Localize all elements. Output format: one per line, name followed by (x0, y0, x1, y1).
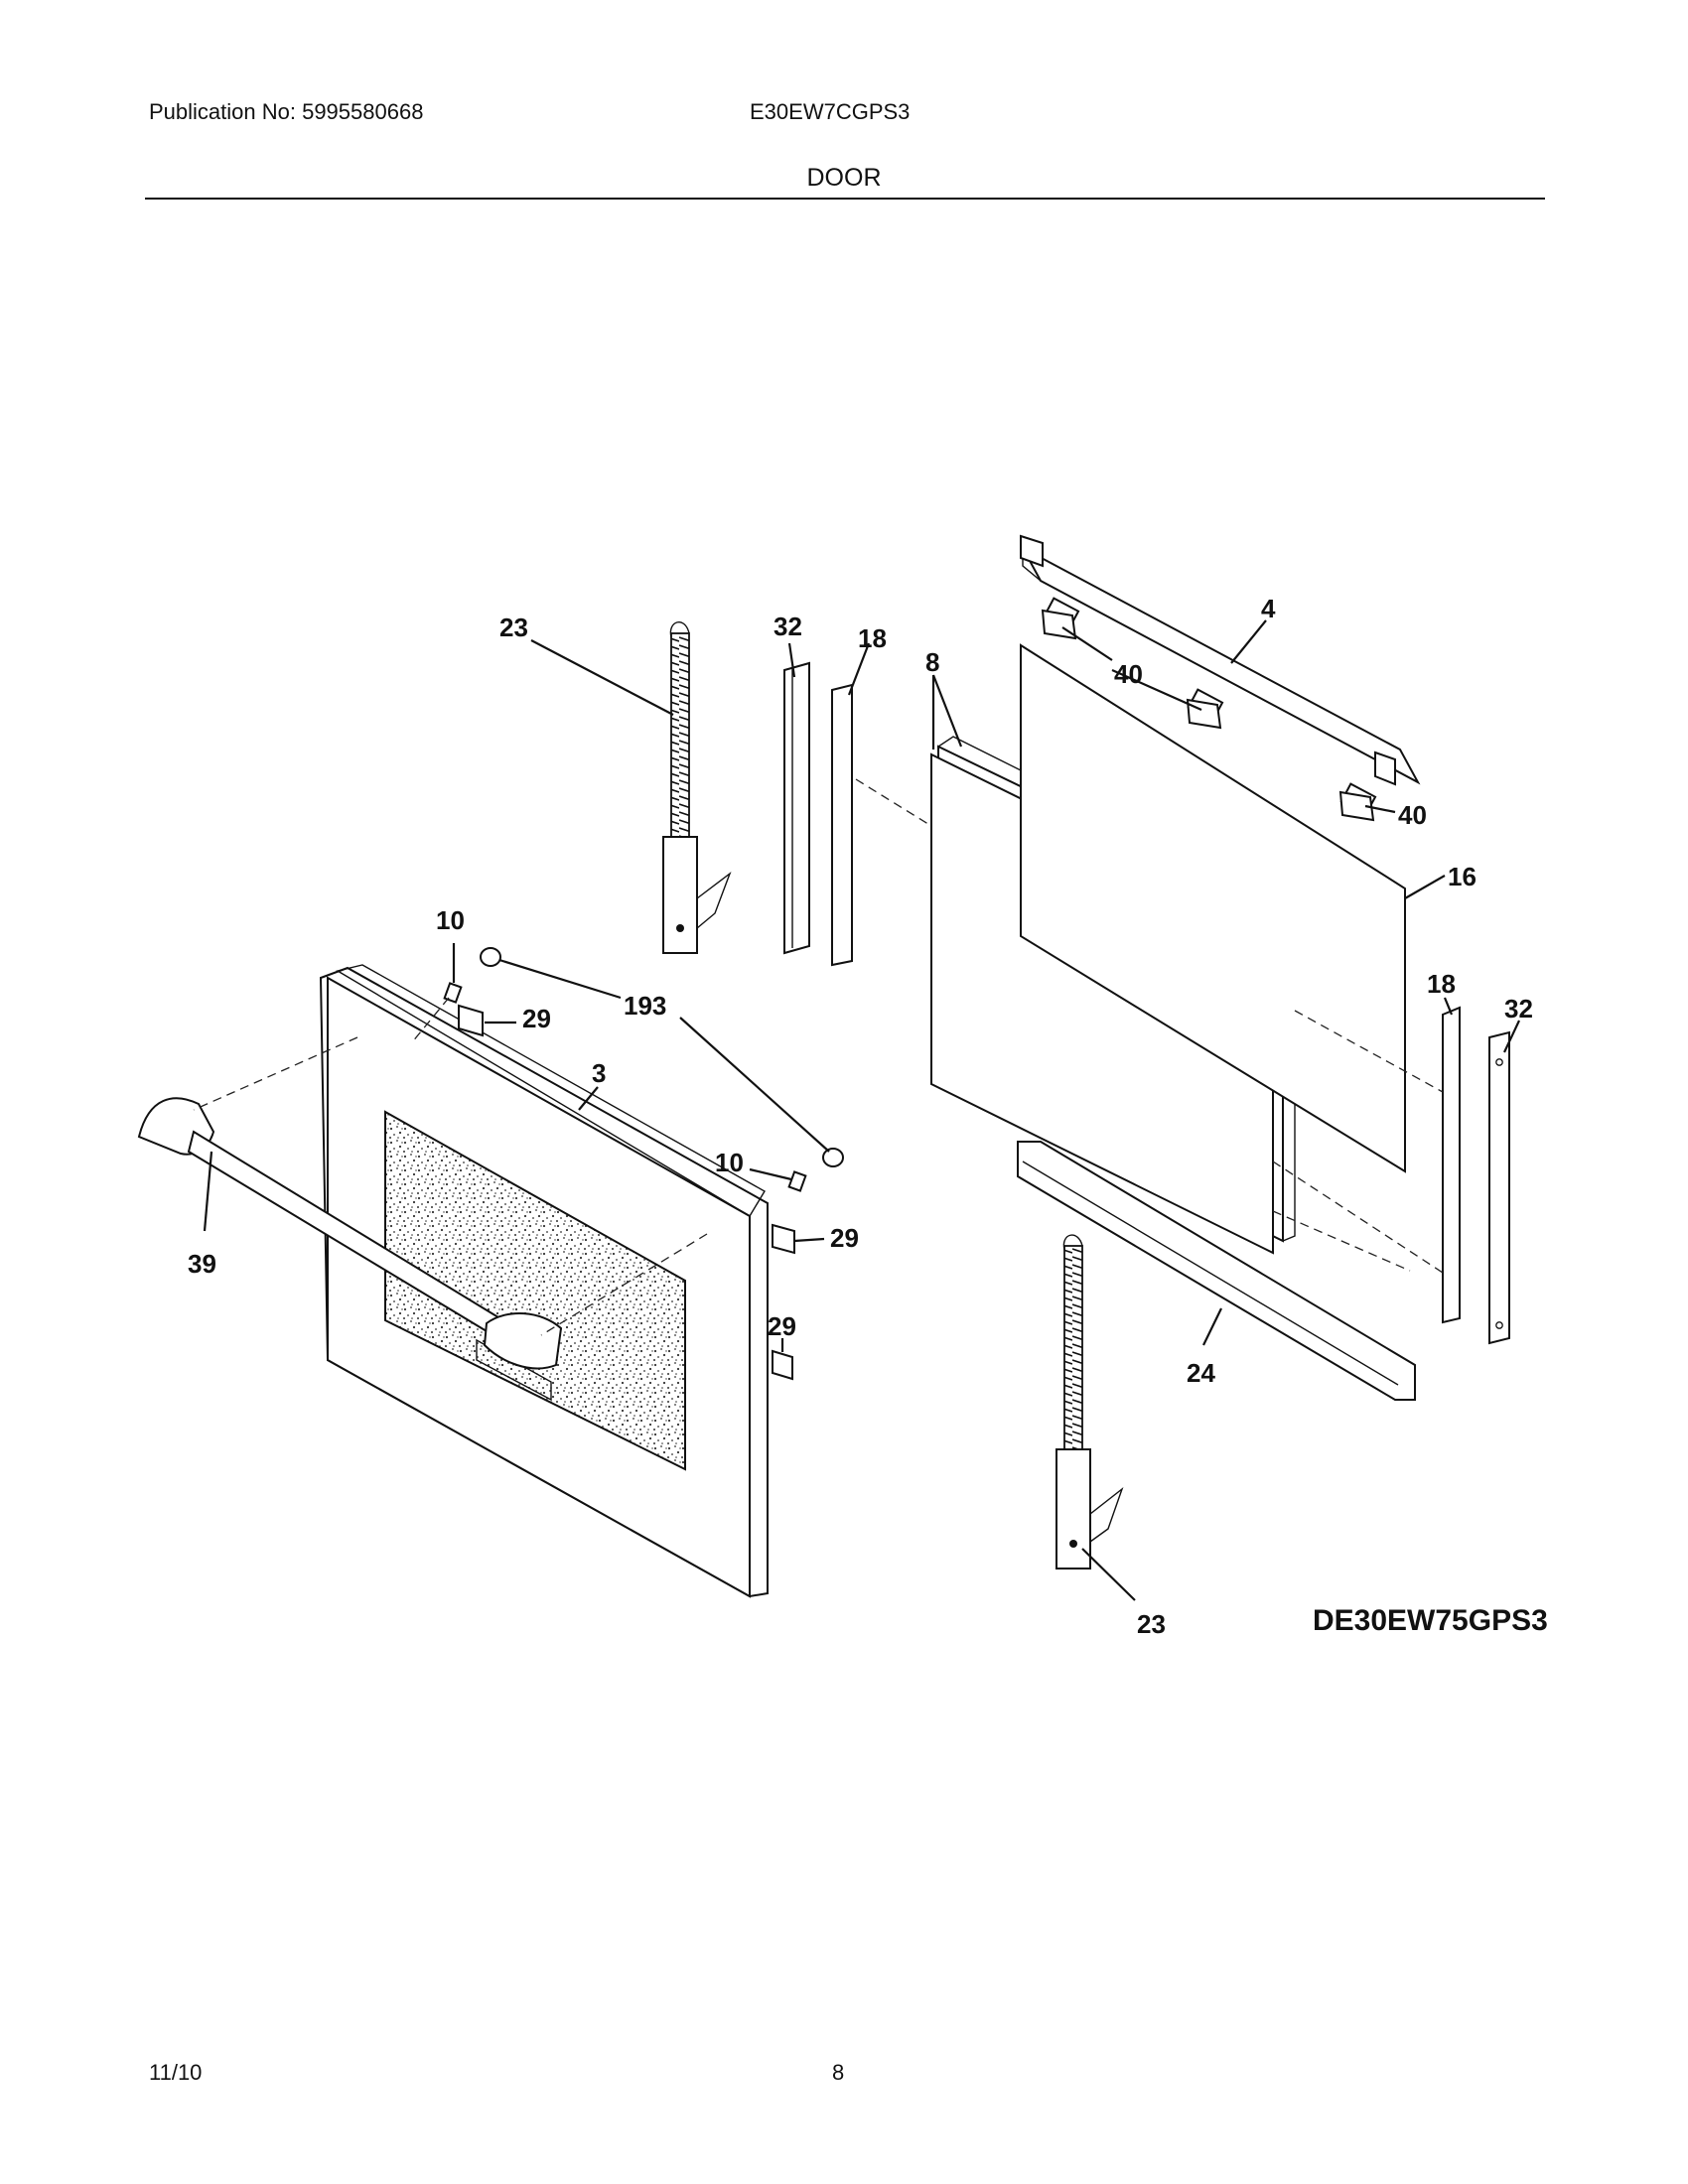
page-number: 8 (832, 2060, 845, 2085)
callout-10-mid: 10 (715, 1148, 744, 1177)
outer-door-panel (319, 964, 769, 1598)
bottom-door-channel (1017, 1141, 1416, 1401)
leader-lines (203, 619, 1520, 1601)
model-number: E30EW7CGPS3 (750, 99, 911, 124)
callout-32-top: 32 (774, 612, 802, 641)
callout-39: 39 (188, 1249, 216, 1279)
callout-29-b: 29 (830, 1223, 859, 1253)
callout-4: 4 (1261, 594, 1276, 623)
callout-29-c: 29 (768, 1311, 796, 1341)
door-hinge-bottom (1055, 1234, 1124, 1570)
section-title: DOOR (806, 164, 882, 192)
revision-date: 11/10 (149, 2060, 203, 2085)
callout-18-right: 18 (1427, 969, 1456, 999)
callout-8: 8 (925, 647, 939, 677)
callout-23-bottom: 23 (1137, 1609, 1166, 1639)
callout-193: 193 (624, 991, 666, 1021)
callout-29-a: 29 (522, 1004, 551, 1033)
callout-16: 16 (1448, 862, 1477, 891)
drawing-id: DE30EW75GPS3 (1313, 1604, 1548, 1637)
callout-labels: 23 32 18 8 4 40 40 16 10 193 29 3 18 32 … (188, 594, 1533, 1639)
header-rule (145, 198, 1545, 200)
alignment-lines (193, 778, 1444, 1336)
callout-40-a: 40 (1114, 659, 1143, 689)
callout-24: 24 (1187, 1358, 1215, 1388)
callout-40-b: 40 (1398, 800, 1427, 830)
callout-23-top: 23 (499, 613, 528, 642)
door-hinge-top (662, 621, 732, 954)
publication-number: Publication No: 5995580668 (149, 99, 424, 124)
side-trim-left (783, 661, 810, 955)
side-gasket-right (1442, 1006, 1461, 1324)
side-gasket-left (831, 683, 853, 967)
callout-10-top: 10 (436, 905, 465, 935)
side-trim-right (1488, 1030, 1510, 1345)
callout-18-top: 18 (858, 623, 887, 653)
callout-3: 3 (592, 1058, 606, 1088)
door-handle (137, 1097, 563, 1370)
callout-32-right: 32 (1504, 994, 1533, 1024)
inner-glass-panel (1020, 643, 1406, 1173)
